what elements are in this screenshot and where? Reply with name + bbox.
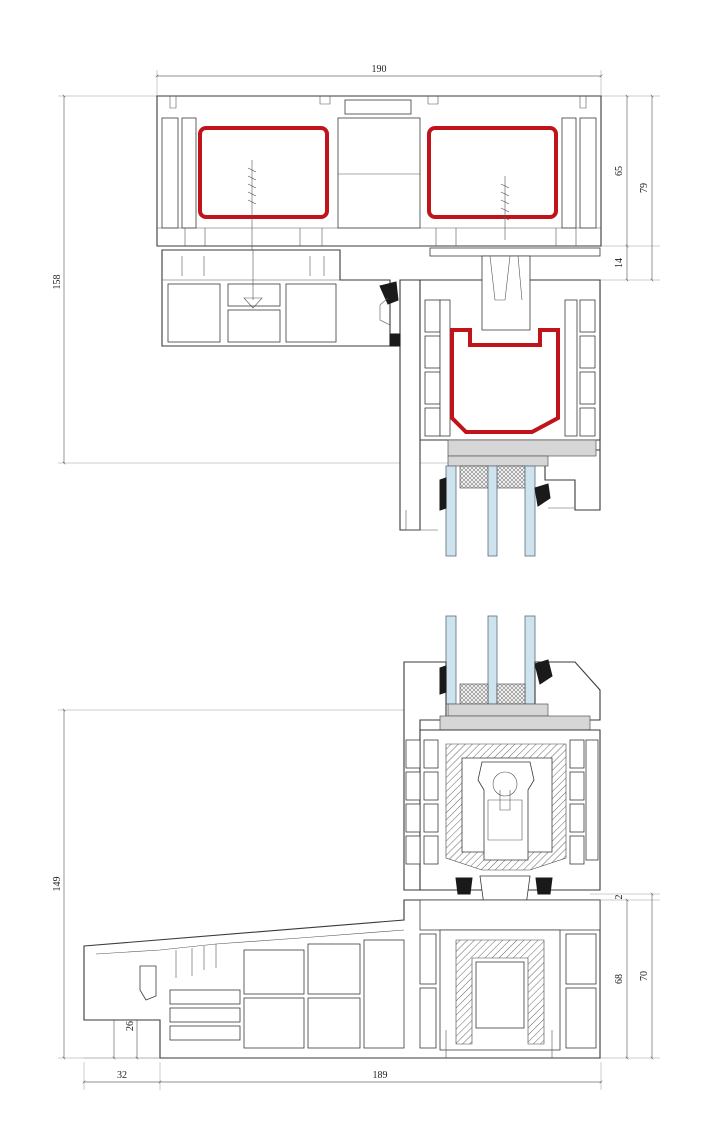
steel-reinforcement-left [198,126,329,219]
glass-pane-outer-top [445,465,457,557]
glass-pane-outer-bottom [445,615,457,705]
dimension-top-width: 190 [155,64,603,100]
lock-cylinder [487,771,523,841]
gasket-overlap [389,333,401,347]
screw-left [247,160,257,250]
dim-label-left-top: 158 [52,275,63,290]
dim-label-right-gap: 2 [614,895,625,900]
screw-right [500,176,510,240]
steel-reinforcement-sash-top [450,328,560,434]
dim-label-right-total: 70 [639,971,650,981]
dim-label-sill-inner: 26 [125,1021,136,1031]
sash-profile-bottom [403,615,601,921]
glass-pane-middle-bottom [487,615,498,705]
sill-profile [83,899,601,1059]
gasket-bottom-inner [534,659,553,685]
gasket-bottom-left [455,877,473,895]
dimension-bottom: 32 189 [82,1062,603,1090]
dim-label-frame-total: 79 [639,183,650,193]
dim-label-top-width: 190 [372,64,387,75]
glass-pane-inner-bottom [524,615,536,705]
dim-label-right-sill: 68 [614,974,625,984]
dimension-right-bottom: 2 68 70 [590,892,660,1060]
dimension-right-top: 65 79 14 [600,94,660,282]
head-frame-profile [156,95,602,250]
dim-label-frame-inner: 65 [614,166,625,176]
coupling-profile [161,249,391,347]
steel-reinforcement-sill [455,939,545,1045]
gasket-top-left [379,281,399,305]
dim-label-left-bottom: 149 [52,877,63,892]
glass-pane-inner-top [524,465,536,557]
dim-label-bottom: 189 [373,1070,388,1081]
steel-reinforcement-right [427,126,558,219]
dim-label-bottom-left: 32 [117,1070,127,1081]
gasket-bottom-right [535,877,553,895]
sash-profile-top [379,247,601,557]
glass-pane-middle-top [487,465,498,557]
dim-label-frame-overlap: 14 [614,258,625,268]
